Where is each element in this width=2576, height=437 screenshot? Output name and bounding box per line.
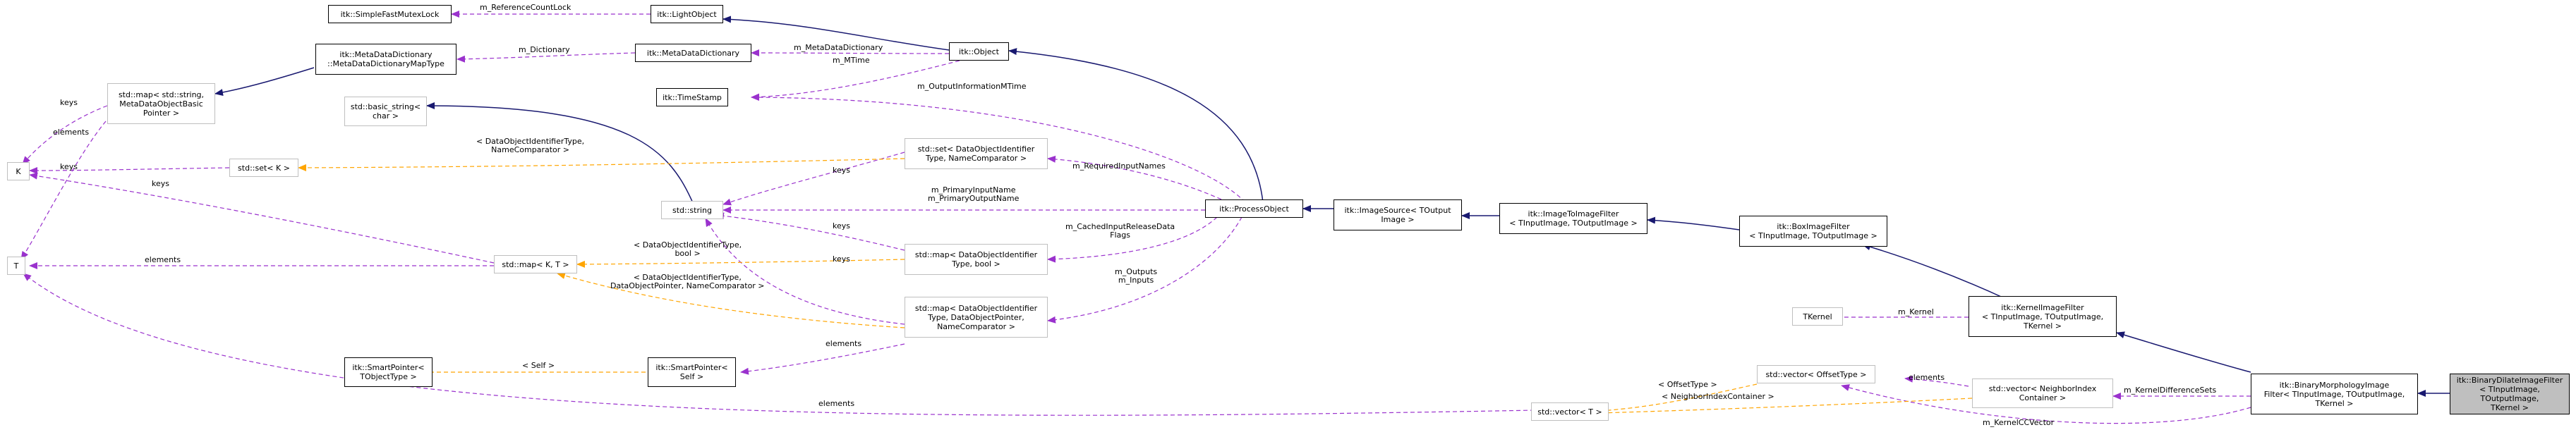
label-m-mtime: m_MTime [833,56,870,65]
node-metadatadictionary[interactable]: itk::MetaDataDictionary [635,44,751,62]
edge-usage-outputinformationmtime [751,94,1246,203]
node-image-source[interactable]: itk::ImageSource< TOutput Image > [1334,199,1462,230]
node-map-dataobject-bool[interactable]: std::map< DataObjectIdentifier Type, boo… [905,244,1048,275]
edge-inherit-binarymorph-kernel [2116,331,2251,373]
label-self-template: < Self > [522,361,555,370]
label-m-kerneldifferencesets: m_KernelDifferenceSets [2124,386,2217,395]
node-object[interactable]: itk::Object [949,42,1009,61]
label-m-dictionary: m_Dictionary [519,45,570,54]
label-m-cachedinput: m_CachedInputReleaseData Flags [1065,222,1175,240]
edge-usage-string-mapptr [705,218,905,325]
node-smartpointer-tobjecttype[interactable]: itk::SmartPointer< TObjectType > [344,357,433,387]
label-m-requiredinputnames: m_RequiredInputNames [1072,161,1166,171]
edge-usage-keys-map-bool [715,212,905,251]
node-string[interactable]: std::string [661,201,723,219]
node-smartpointer-self[interactable]: itk::SmartPointer< Self > [648,357,736,387]
label-map-template-bool: < DataObjectIdentifierType, bool > [634,240,742,258]
edge-usage-elements-smartpointer [740,343,905,375]
edge-usage-cachedinput [1047,216,1218,263]
edge-inherit-string-basicstring [426,102,694,205]
node-map-kt[interactable]: std::map< K, T > [494,255,577,273]
node-timestamp[interactable]: itk::TimeStamp [656,88,728,106]
node-kernel-image-filter[interactable]: itk::KernelImageFilter < TInputImage, TO… [1969,296,2117,337]
edge-usage-requiredinputnames [1047,155,1228,203]
node-k[interactable]: K [7,162,30,180]
label-keys-set-dataobject: keys [833,166,850,175]
edge-usage-keys-set-dataobject [722,152,905,206]
edge-template-map-pointer [557,272,905,328]
edge-usage-keys-set [29,166,230,174]
label-elements-vector-offset: elements [1909,373,1945,382]
edge-usage-keys-map-kt [29,172,495,264]
edge-inherit-processobject-object [1008,48,1264,203]
label-keys-map-bool-2: keys [833,254,850,264]
label-m-kernel: m_Kernel [1898,307,1934,316]
edge-usage-mtime [751,60,960,101]
label-keys-map-bool: keys [833,221,850,230]
node-image-to-image-filter[interactable]: itk::ImageToImageFilter < TInputImage, T… [1499,203,1647,234]
edge-template-offsettype [1599,383,1758,414]
node-box-image-filter[interactable]: itk::BoxImageFilter < TInputImage, TOutp… [1739,216,1887,247]
label-keys-set: keys [60,162,78,171]
edge-template-neighbor [1599,398,1973,417]
node-set-k[interactable]: std::set< K > [229,159,298,177]
label-neighbor-template: < NeighborIndexContainer > [1662,392,1774,401]
edge-inherit-kernel-box [1862,243,2008,300]
edge-inherit-box-imagetoimage [1647,216,1740,230]
label-elements-map-kt: elements [145,255,181,264]
node-simple-fast-mutex-lock[interactable]: itk::SimpleFastMutexLock [328,5,452,23]
edge-usage-elements-vector-t [23,273,1535,416]
edge-usage-kernelccvector [1841,384,2251,424]
node-process-object[interactable]: itk::ProcessObject [1205,199,1303,218]
node-light-object[interactable]: itk::LightObject [651,5,723,23]
node-t[interactable]: T [7,257,25,275]
node-vector-neighborindex[interactable]: std::vector< NeighborIndex Container > [1972,378,2113,408]
label-set-template: < DataObjectIdentifierType, NameComparat… [476,137,585,154]
label-keys-map: keys [60,98,78,107]
node-map-dataobject-pointer[interactable]: std::map< DataObjectIdentifier Type, Dat… [905,297,1048,338]
label-elements-smartpointer: elements [826,339,862,348]
label-keys-map-kt: keys [152,179,169,188]
node-basic-string[interactable]: std::basic_string< char > [344,97,427,126]
edge-usage-elements-map [20,121,107,260]
node-set-dataobject[interactable]: std::set< DataObjectIdentifier Type, Nam… [905,138,1048,169]
node-map-string-metadata[interactable]: std::map< std::string, MetaDataObjectBas… [107,83,215,124]
node-binary-morphology-filter[interactable]: itk::BinaryMorphologyImage Filter< TInpu… [2251,374,2418,414]
edge-template-set [298,158,905,171]
node-vector-t[interactable]: std::vector< T > [1531,402,1609,421]
label-elements-map: elements [53,128,90,137]
node-tkernel[interactable]: TKernel [1792,307,1843,326]
label-m-outputinformationmtime: m_OutputInformationMTime [917,82,1027,91]
edge-usage-elements-vector-offset [1904,375,1969,387]
label-m-kernelccvector: m_KernelCCVector [1983,418,2055,427]
label-offsettype-template: < OffsetType > [1658,380,1717,389]
label-m-outputs: m_Outputs m_Inputs [1115,267,1158,285]
edge-inherit-object-lightobject [722,16,950,51]
label-m-referencecountlock: m_ReferenceCountLock [480,3,572,12]
node-metadatadictionary-maptype[interactable]: itk::MetaDataDictionary ::MetaDataDictio… [315,44,456,75]
label-elements-vector-t: elements [818,399,855,408]
edge-usage-dictionary [456,52,636,63]
edge-usage-metadatadictionary [751,49,950,57]
edge-usage-keys-map [22,105,108,165]
edge-template-map-bool [576,259,905,268]
label-m-primary: m_PrimaryInputName m_PrimaryOutputName [928,185,1020,203]
node-binary-dilate-filter[interactable]: itk::BinaryDilateImageFilter < TInputIma… [2450,374,2570,414]
node-vector-offsettype[interactable]: std::vector< OffsetType > [1757,365,1875,383]
edge-usage-outputs [1047,216,1242,324]
label-m-metadatadictionary: m_MetaDataDictionary [794,43,883,52]
label-map-template-pointer: < DataObjectIdentifierType, DataObjectPo… [610,273,765,290]
edge-inherit-metadatamap-mapstring [214,67,315,96]
